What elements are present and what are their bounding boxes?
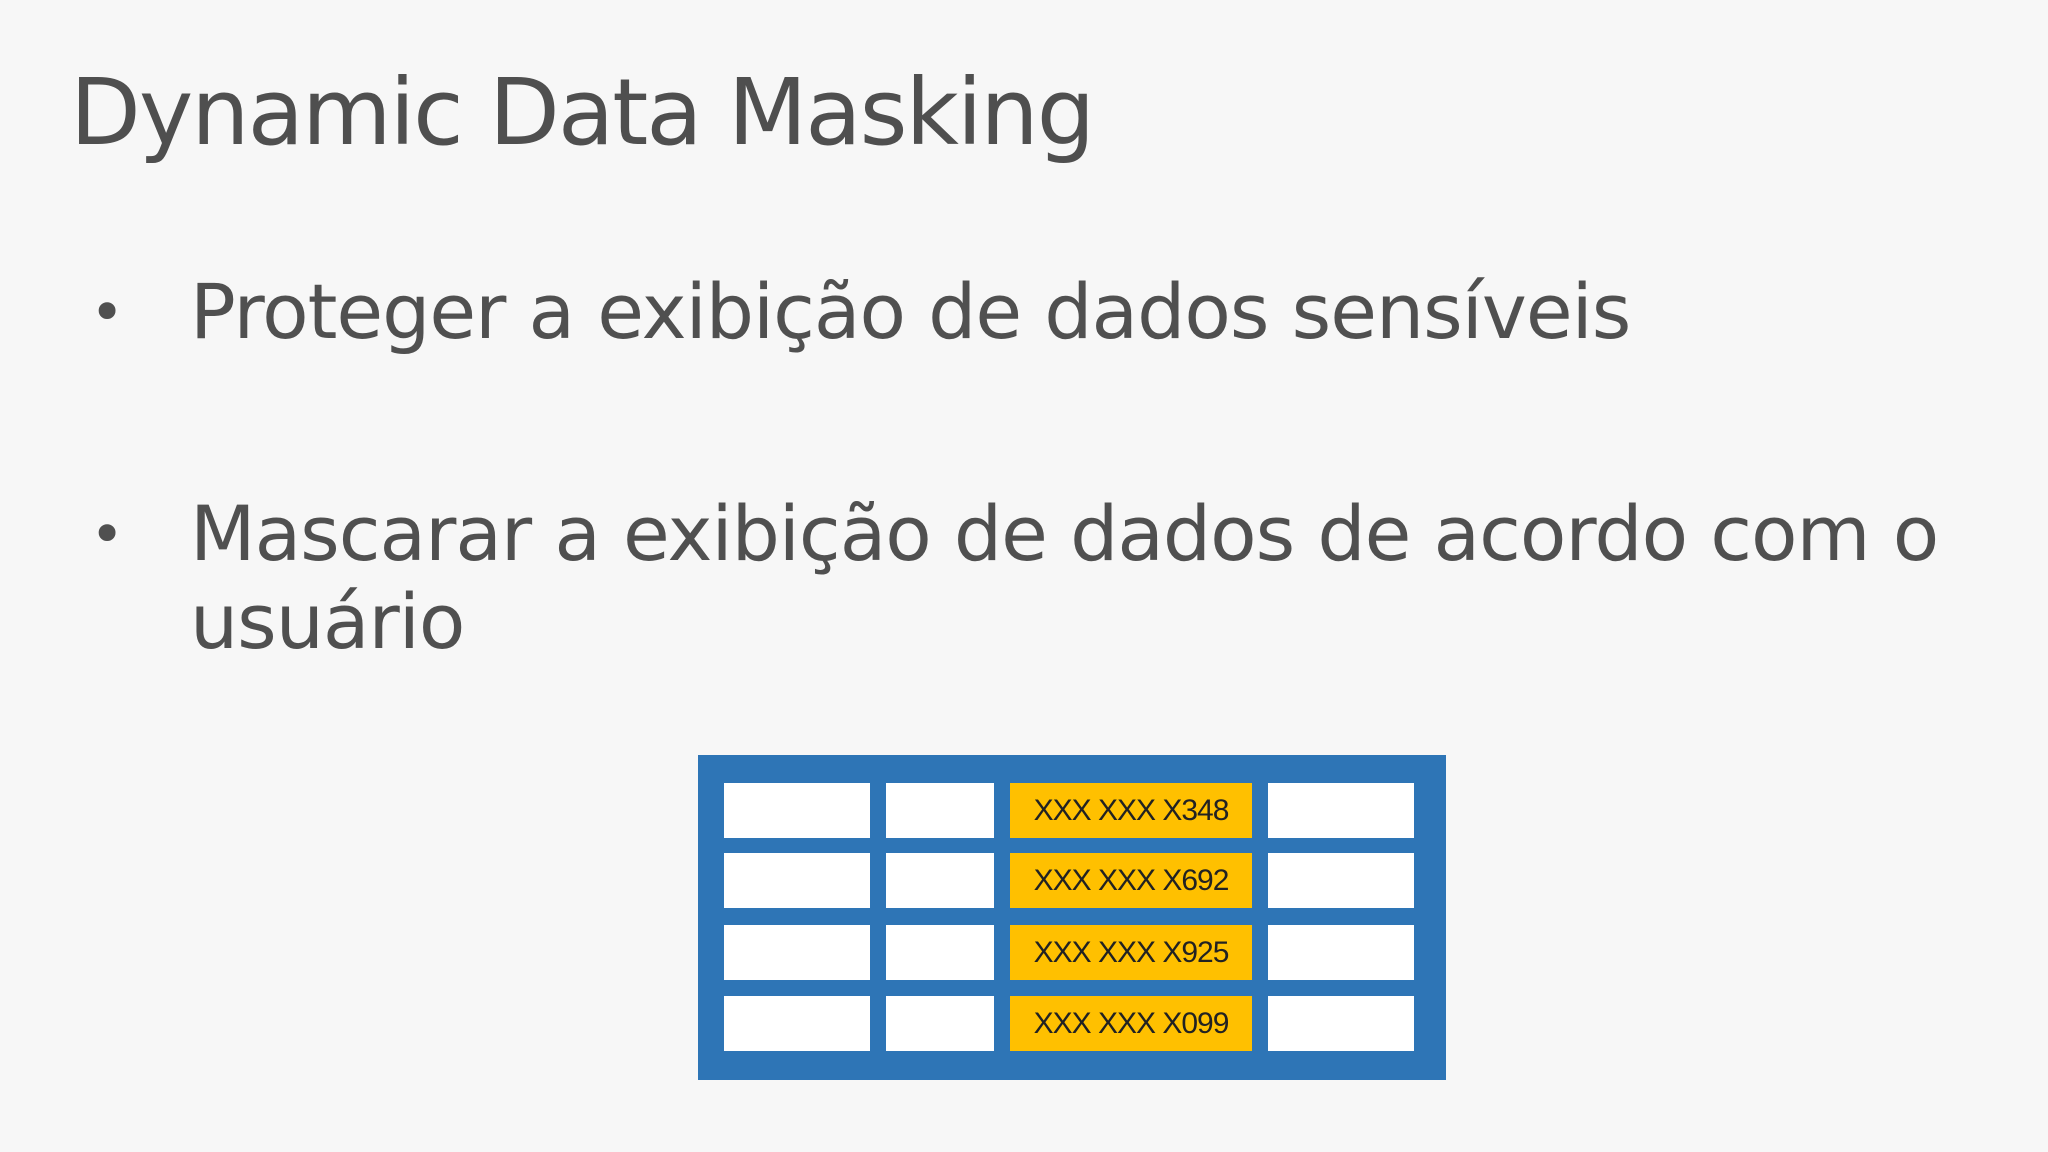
bullet-text-mask: Mascarar a exibição de dados de acordo c… <box>190 489 1939 666</box>
table-cell <box>886 925 994 980</box>
table-cell <box>1268 925 1414 980</box>
table-cell <box>886 853 994 908</box>
table-cell <box>724 783 870 838</box>
table-cell <box>1268 996 1414 1051</box>
slide-title: Dynamic Data Masking <box>70 59 1095 166</box>
masked-cell: XXX XXX X925 <box>1010 925 1252 980</box>
table-cell <box>724 853 870 908</box>
masked-cell: XXX XXX X348 <box>1010 783 1252 838</box>
bullet-marker: • <box>90 500 125 568</box>
masked-cell: XXX XXX X692 <box>1010 853 1252 908</box>
masked-cell: XXX XXX X099 <box>1010 996 1252 1051</box>
bullet-item-protect: • Proteger a exibição de dados sensíveis <box>90 268 1970 356</box>
table-cell <box>886 783 994 838</box>
table-cell <box>886 996 994 1051</box>
bullet-text-protect: Proteger a exibição de dados sensíveis <box>190 267 1631 356</box>
table-cell <box>724 925 870 980</box>
table-cell <box>1268 853 1414 908</box>
table-cell <box>1268 783 1414 838</box>
masked-data-table-illustration: XXX XXX X348 XXX XXX X692 XXX XXX X925 X… <box>698 755 1446 1080</box>
bullet-item-mask: • Mascarar a exibição de dados de acordo… <box>90 490 1970 666</box>
bullet-marker: • <box>90 278 125 346</box>
table-cell <box>724 996 870 1051</box>
